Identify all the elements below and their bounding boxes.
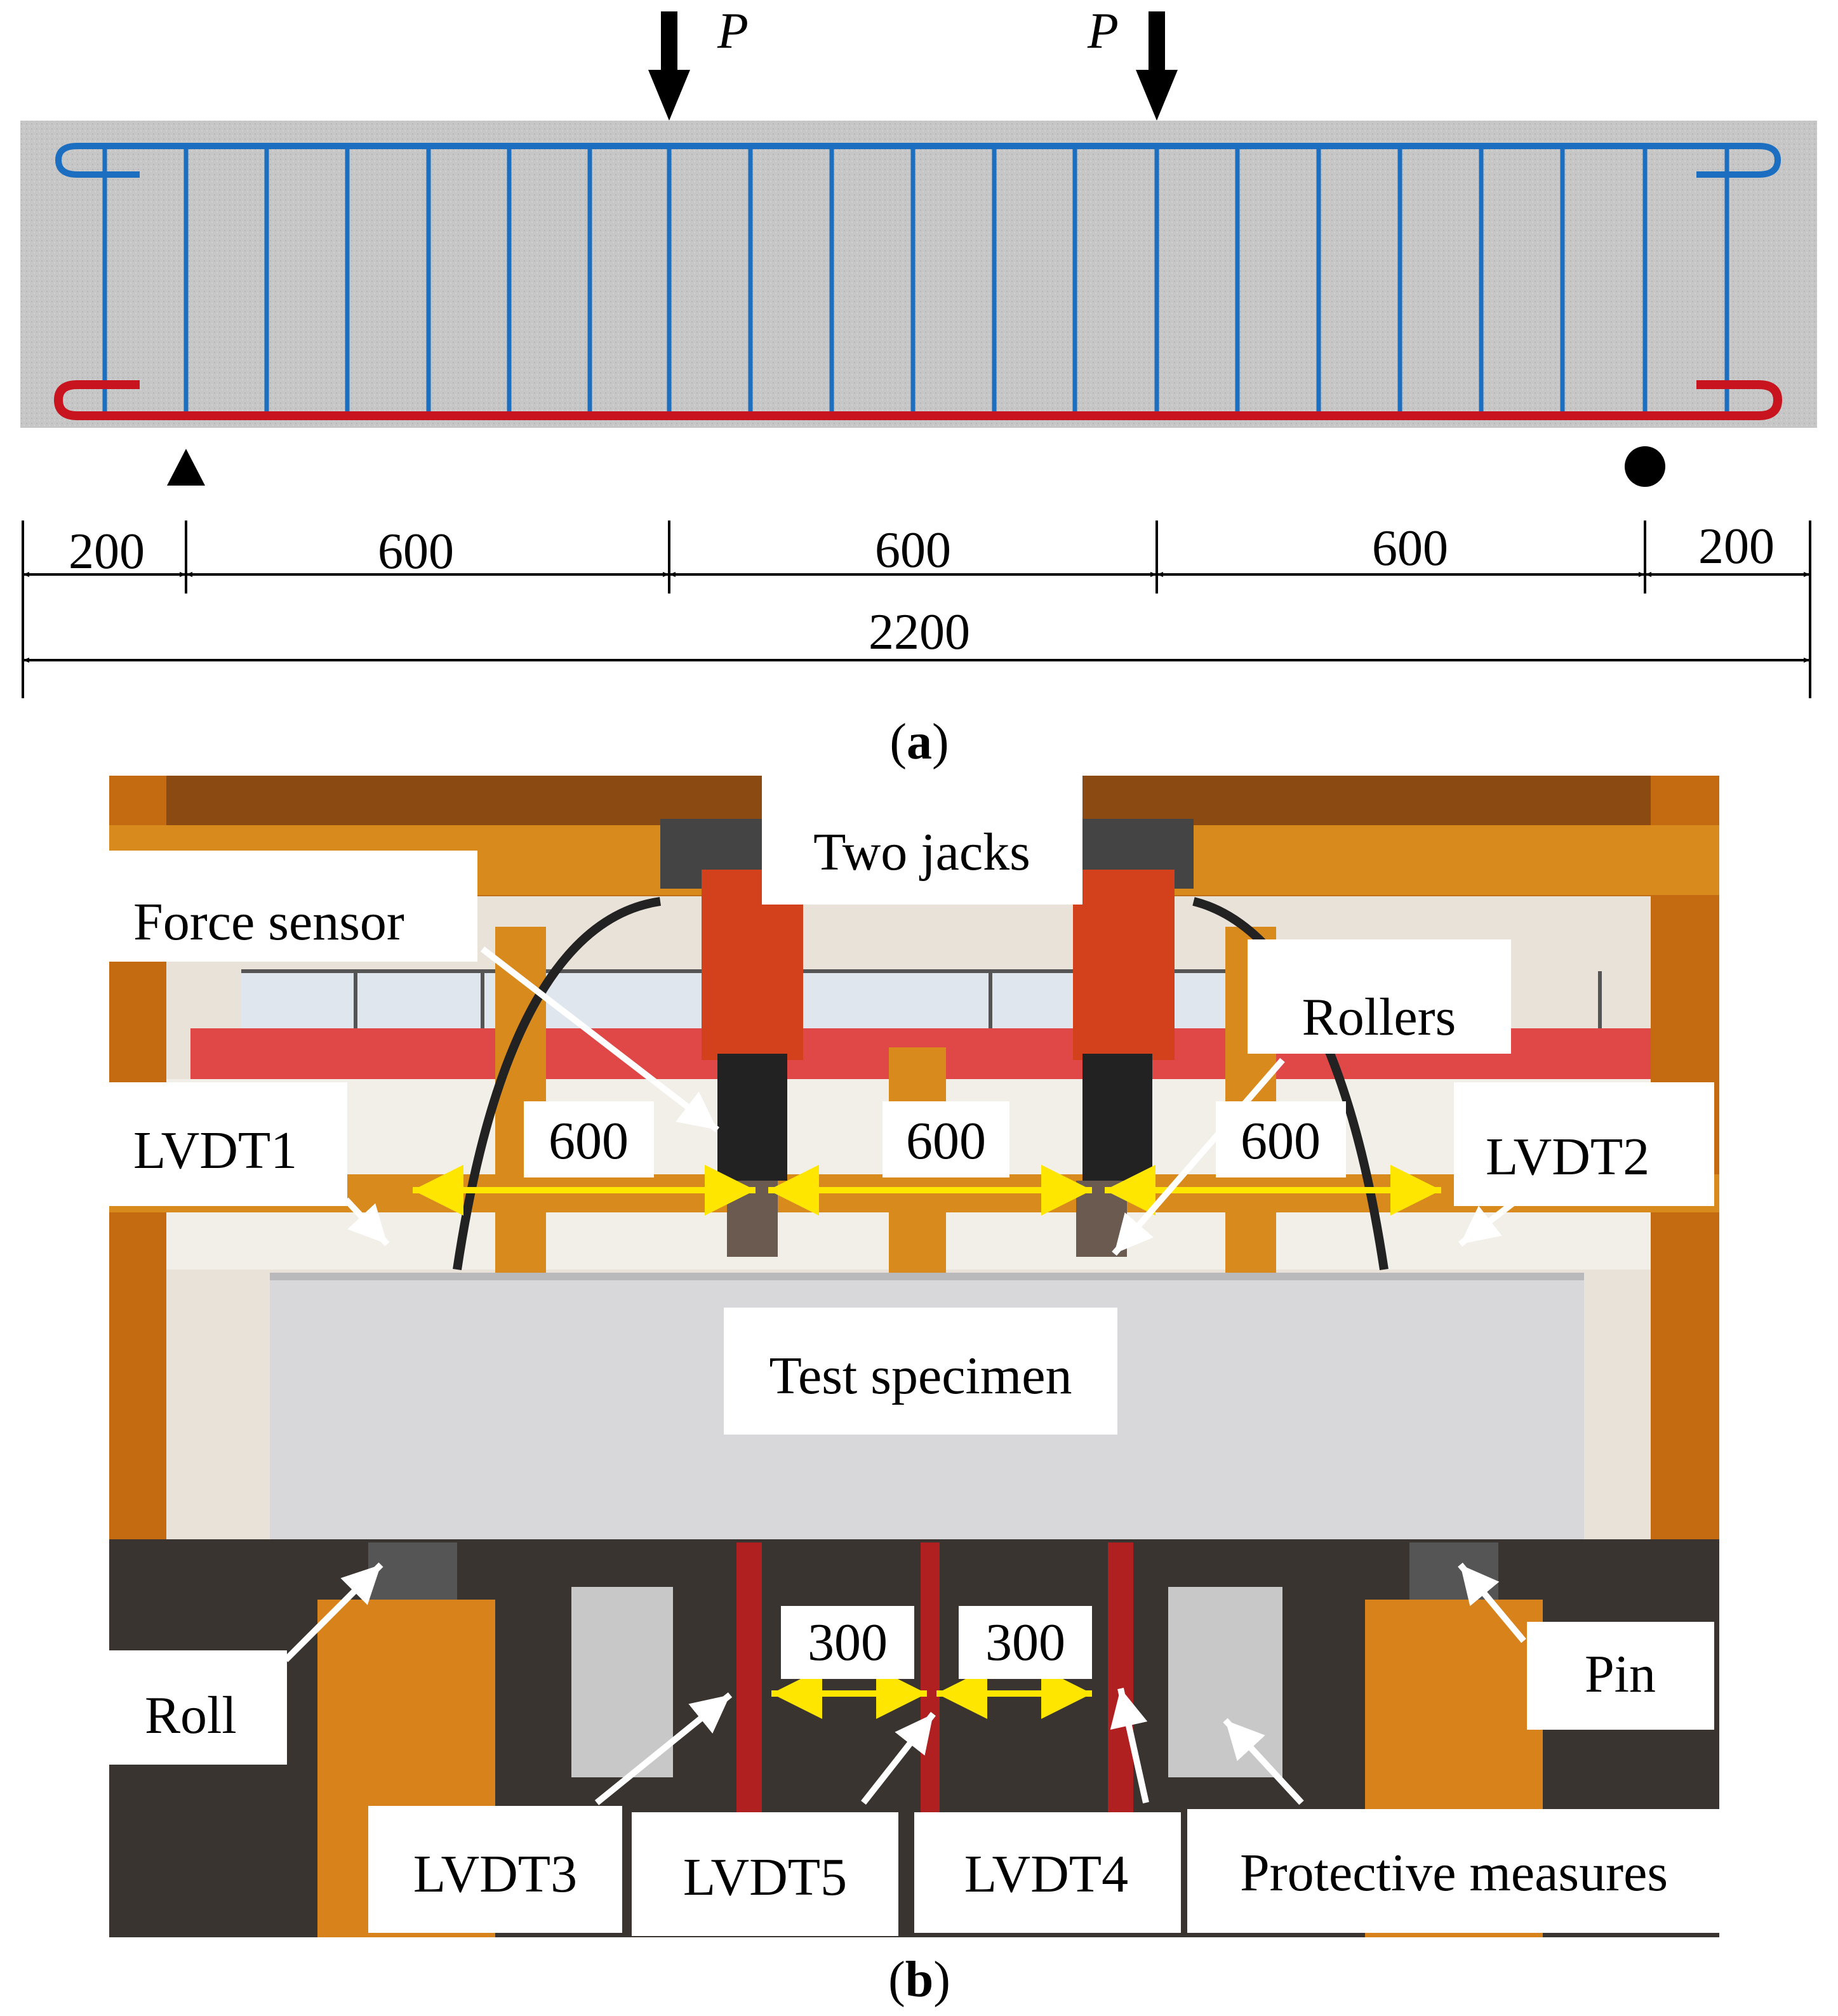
dim-label-600-1: 600: [378, 524, 454, 580]
dim-label-600-2: 600: [875, 522, 951, 578]
label-lvdt4: LVDT4: [914, 1812, 1181, 1933]
label-two-jacks: Two jacks: [762, 774, 1082, 905]
bottom-span-label-1: 300: [781, 1606, 914, 1679]
svg-text:LVDT5: LVDT5: [683, 1848, 847, 1907]
svg-text:Force sensor: Force sensor: [133, 892, 404, 952]
label-protective-measures: Protective measures: [1187, 1809, 1719, 1933]
panel-b: Two jacks Force sensor Rollers LVDT1 LVD…: [109, 774, 1719, 2008]
dimension-lines: [22, 521, 1811, 698]
dim-label-200-right: 200: [1698, 519, 1775, 574]
load-arrow-left: [648, 11, 690, 121]
svg-text:600: 600: [906, 1111, 986, 1170]
label-test-specimen: Test specimen: [724, 1308, 1117, 1435]
svg-text:Roll: Roll: [145, 1686, 237, 1745]
label-lvdt5: LVDT5: [632, 1812, 898, 1936]
top-longitudinal-bar: [55, 143, 1781, 178]
top-span-label-3: 600: [1216, 1101, 1346, 1177]
svg-text:LVDT1: LVDT1: [133, 1121, 297, 1180]
panel-a: P P 200 600 600 600 200 2200: [20, 3, 1817, 770]
bottom-longitudinal-bar: [53, 380, 1783, 420]
label-lvdt1: LVDT1: [109, 1082, 347, 1206]
svg-text:LVDT2: LVDT2: [1486, 1127, 1649, 1186]
load-label-left: P: [717, 3, 749, 59]
svg-text:LVDT3: LVDT3: [413, 1845, 577, 1904]
label-lvdt3: LVDT3: [368, 1806, 622, 1933]
roller-support-triangle: [167, 449, 205, 486]
caption-b: (b): [888, 1952, 950, 2008]
svg-text:LVDT4: LVDT4: [964, 1845, 1128, 1904]
label-pin: Pin: [1527, 1622, 1714, 1730]
dim-label-200-left: 200: [69, 524, 145, 580]
leader-arrows: [283, 946, 1526, 1805]
pin-support-circle: [1625, 446, 1665, 487]
stirrups: [102, 146, 1729, 416]
svg-text:Rollers: Rollers: [1302, 988, 1456, 1047]
svg-text:600: 600: [1241, 1111, 1321, 1170]
svg-text:Two jacks: Two jacks: [813, 823, 1030, 882]
top-span-label-1: 600: [524, 1101, 654, 1177]
caption-a: (a): [889, 714, 949, 770]
label-force-sensor: Force sensor: [109, 851, 477, 962]
svg-text:300: 300: [808, 1613, 888, 1672]
label-lvdt2: LVDT2: [1454, 1082, 1714, 1206]
dim-label-total: 2200: [869, 604, 970, 660]
svg-text:Test specimen: Test specimen: [769, 1346, 1072, 1405]
load-label-right: P: [1087, 3, 1119, 59]
load-arrow-right: [1136, 11, 1178, 121]
beam-concrete: [20, 121, 1817, 428]
bottom-span-label-2: 300: [959, 1606, 1092, 1679]
label-rollers: Rollers: [1248, 939, 1511, 1054]
label-roll: Roll: [109, 1650, 287, 1765]
top-span-label-2: 600: [882, 1101, 1009, 1177]
svg-text:300: 300: [985, 1613, 1065, 1672]
svg-text:Protective measures: Protective measures: [1240, 1843, 1668, 1902]
svg-text:Pin: Pin: [1585, 1645, 1656, 1704]
dim-label-600-3: 600: [1372, 521, 1448, 576]
svg-text:600: 600: [549, 1111, 629, 1170]
